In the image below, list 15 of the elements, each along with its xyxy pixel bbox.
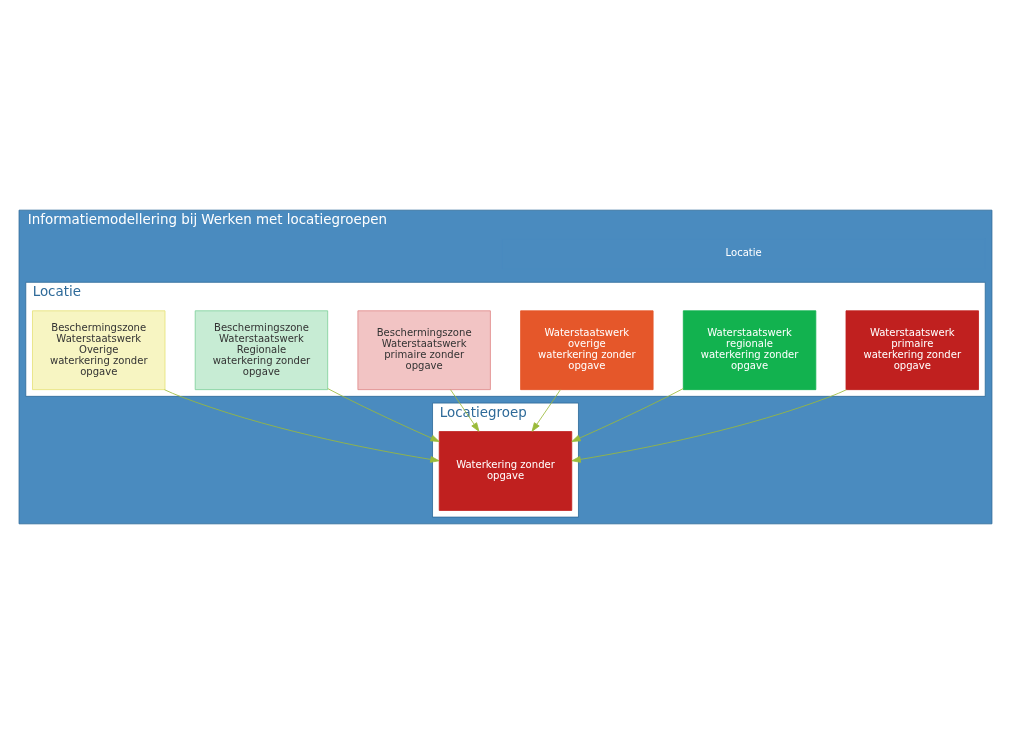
arrow — [326, 387, 440, 442]
node-box: Waterstaatswerk overige waterkering zonder opgave — [519, 309, 654, 390]
node-box: Waterstaatswerk primaire waterkering zonder opgave — [845, 309, 979, 390]
node-box: Waterkering zonder opgave — [438, 430, 572, 511]
arrow — [531, 388, 561, 432]
arrow — [571, 388, 847, 463]
cluster — [24, 281, 986, 397]
node-box: Waterstaatswerk regionale waterkering zonder opgave — [682, 309, 816, 390]
node-box: Beschermingszone Waterstaatswerk Regionale waterkering zonder opgave — [194, 309, 328, 390]
arrow — [570, 387, 684, 442]
node-box: Beschermingszone Waterstaatswerk primaire zonder opgave — [356, 309, 491, 390]
arrow — [163, 388, 439, 463]
node-text: Locatie — [32, 283, 81, 299]
node-label: Locatie — [725, 246, 762, 258]
node-box: Beschermingszone Waterstaatswerk Overige waterkering zonder opgave — [31, 309, 165, 390]
